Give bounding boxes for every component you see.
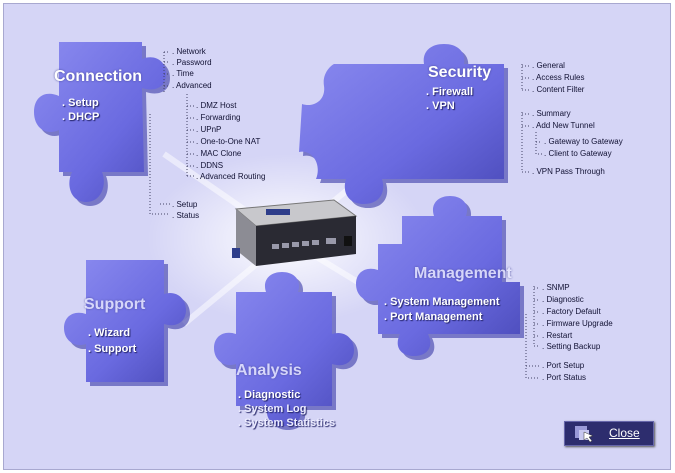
- firewall-item-general[interactable]: . General: [532, 61, 565, 70]
- connection-puzzle-piece: [34, 42, 170, 206]
- system-item-factory-default[interactable]: . Factory Default: [542, 307, 601, 316]
- vpn-item-pass-through[interactable]: . VPN Pass Through: [532, 167, 605, 176]
- security-link-vpn[interactable]: . VPN: [426, 100, 455, 112]
- security-puzzle-piece: [299, 44, 508, 208]
- system-item-firmware-upgrade[interactable]: . Firmware Upgrade: [542, 319, 613, 328]
- advanced-item-mac-clone[interactable]: . MAC Clone: [196, 149, 242, 158]
- setup-item-advanced[interactable]: . Advanced: [172, 81, 212, 90]
- close-label: Close: [609, 426, 640, 440]
- vpn-item-add-new-tunnel[interactable]: . Add New Tunnel: [532, 121, 595, 130]
- system-item-setting-backup[interactable]: . Setting Backup: [542, 342, 601, 351]
- security-link-firewall[interactable]: . Firewall: [426, 86, 474, 98]
- management-puzzle-piece: [356, 196, 524, 360]
- support-link-wizard[interactable]: . Wizard: [88, 327, 131, 339]
- tunnel-item-client-to-gateway[interactable]: . Client to Gateway: [544, 149, 612, 158]
- system-item-restart[interactable]: . Restart: [542, 331, 573, 340]
- connection-link-setup[interactable]: . Setup: [62, 97, 99, 109]
- port-item-status[interactable]: . Port Status: [542, 373, 587, 382]
- connection-link-dhcp[interactable]: . DHCP: [62, 111, 100, 123]
- close-button[interactable]: Close: [564, 421, 654, 446]
- analysis-link-diagnostic[interactable]: . Diagnostic: [238, 389, 301, 401]
- management-link-system[interactable]: . System Management: [384, 296, 500, 308]
- security-title: Security: [428, 64, 492, 81]
- advanced-item-advanced-routing[interactable]: . Advanced Routing: [196, 172, 266, 181]
- close-icon: [575, 426, 594, 443]
- setup-item-network[interactable]: . Network: [172, 47, 206, 56]
- support-link-support[interactable]: . Support: [88, 343, 137, 355]
- support-title: Support: [84, 296, 146, 313]
- connection-title: Connection: [54, 68, 142, 85]
- management-title: Management: [414, 265, 512, 282]
- analysis-puzzle-piece: [214, 272, 358, 430]
- vpn-item-summary[interactable]: . Summary: [532, 109, 571, 118]
- port-item-setup[interactable]: . Port Setup: [542, 361, 585, 370]
- system-item-diagnostic[interactable]: . Diagnostic: [542, 295, 584, 304]
- analysis-link-system-statistics[interactable]: . System Statistics: [238, 417, 336, 429]
- system-item-snmp[interactable]: . SNMP: [542, 283, 570, 292]
- management-link-port[interactable]: . Port Management: [384, 311, 483, 323]
- puzzle-artwork: [34, 42, 542, 430]
- setup-item-password[interactable]: . Password: [172, 58, 212, 67]
- router-device-image: [232, 199, 358, 266]
- sitemap-stage: Connection . Setup . DHCP . Network . Pa…: [3, 3, 671, 470]
- advanced-item-one-to-one-nat[interactable]: . One-to-One NAT: [196, 137, 261, 146]
- tunnel-item-gateway-to-gateway[interactable]: . Gateway to Gateway: [544, 137, 623, 146]
- firewall-item-content-filter[interactable]: . Content Filter: [532, 85, 585, 94]
- dhcp-item-setup[interactable]: . Setup: [172, 200, 198, 209]
- analysis-title: Analysis: [236, 362, 302, 379]
- dhcp-item-status[interactable]: . Status: [172, 211, 200, 220]
- advanced-item-forwarding[interactable]: . Forwarding: [196, 113, 241, 122]
- advanced-item-dmz-host[interactable]: . DMZ Host: [196, 101, 237, 110]
- tree-connectors: [149, 51, 542, 379]
- advanced-item-ddns[interactable]: . DDNS: [196, 161, 224, 170]
- firewall-item-access-rules[interactable]: . Access Rules: [532, 73, 585, 82]
- advanced-item-upnp[interactable]: . UPnP: [196, 125, 222, 134]
- setup-item-time[interactable]: . Time: [172, 69, 194, 78]
- support-puzzle-piece: [64, 260, 190, 386]
- analysis-link-system-log[interactable]: . System Log: [238, 403, 307, 415]
